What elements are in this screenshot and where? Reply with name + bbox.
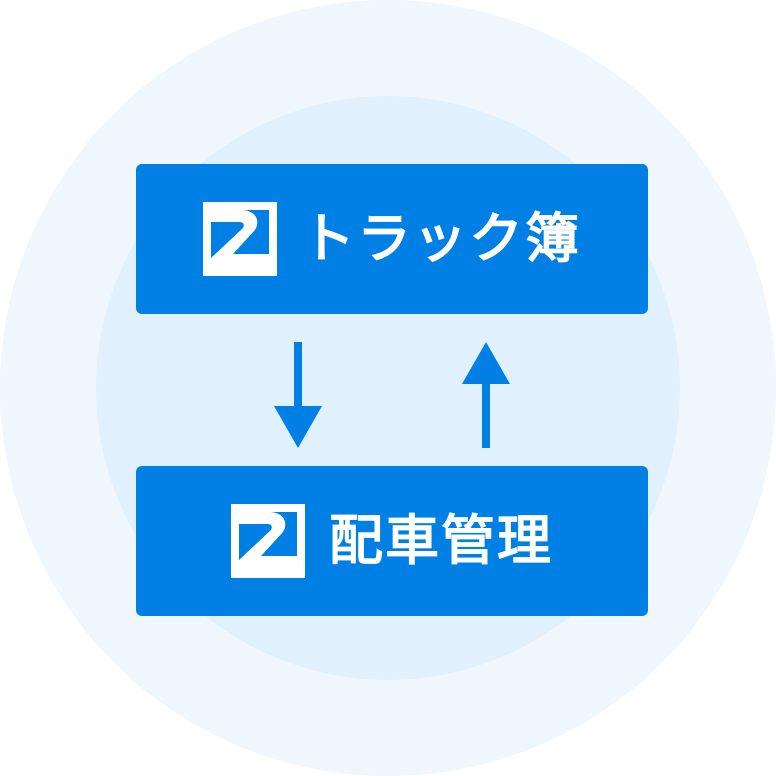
- node-truck-book: トラック簿: [136, 164, 648, 314]
- node-truck-book-label: トラック簿: [301, 207, 581, 270]
- brand-logo-icon: [203, 202, 277, 276]
- arrow-up-icon: [462, 342, 510, 448]
- node-truck-book-content: トラック簿: [203, 202, 581, 276]
- node-dispatch-management: 配車管理: [136, 466, 648, 616]
- brand-logo-icon: [231, 504, 305, 578]
- node-dispatch-management-content: 配車管理: [231, 504, 553, 578]
- arrow-down-icon: [274, 342, 322, 448]
- node-dispatch-management-label: 配車管理: [329, 509, 553, 572]
